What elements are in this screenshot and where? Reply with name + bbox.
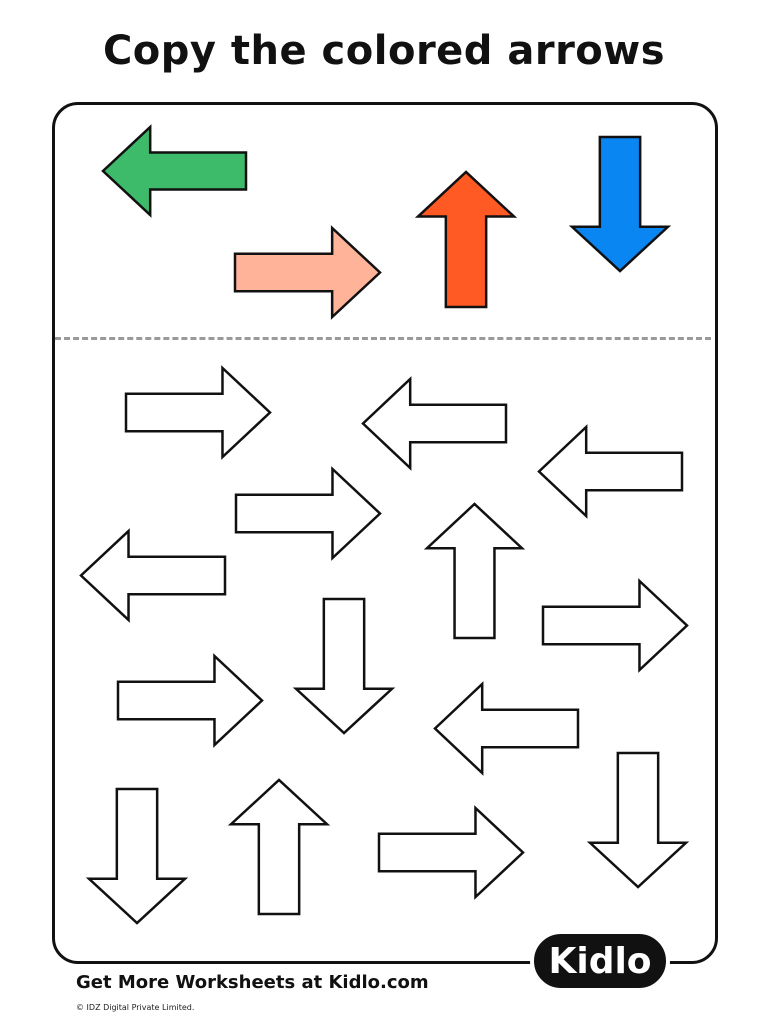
blank-right-arrow (234, 466, 382, 561)
copyright-text: © IDZ Digital Private Limited. (76, 1003, 195, 1012)
kidlo-logo: Kidlo (530, 930, 670, 992)
blank-right-arrow (116, 653, 264, 748)
blank-right-arrow (541, 578, 689, 673)
blank-arrows-group (79, 365, 690, 925)
blank-left-arrow (537, 424, 684, 519)
section-divider (55, 337, 711, 340)
blank-right-arrow (377, 805, 525, 900)
blank-up-arrow (423, 502, 526, 640)
green-left-arrow (101, 124, 248, 218)
blue-down-arrow (568, 135, 672, 273)
page-title: Copy the colored arrows (102, 28, 666, 74)
colored-arrows-group (101, 124, 672, 320)
blank-down-arrow (292, 597, 396, 735)
blank-left-arrow (361, 376, 508, 471)
blank-up-arrow (227, 778, 331, 916)
orange-up-arrow (414, 170, 518, 309)
footer-text: Get More Worksheets at Kidlo.com (76, 972, 429, 993)
blank-down-arrow (85, 787, 189, 925)
peach-right-arrow (233, 225, 382, 320)
blank-down-arrow (586, 751, 690, 889)
blank-left-arrow (79, 528, 227, 623)
blank-right-arrow (124, 365, 272, 460)
blank-left-arrow (433, 681, 580, 776)
